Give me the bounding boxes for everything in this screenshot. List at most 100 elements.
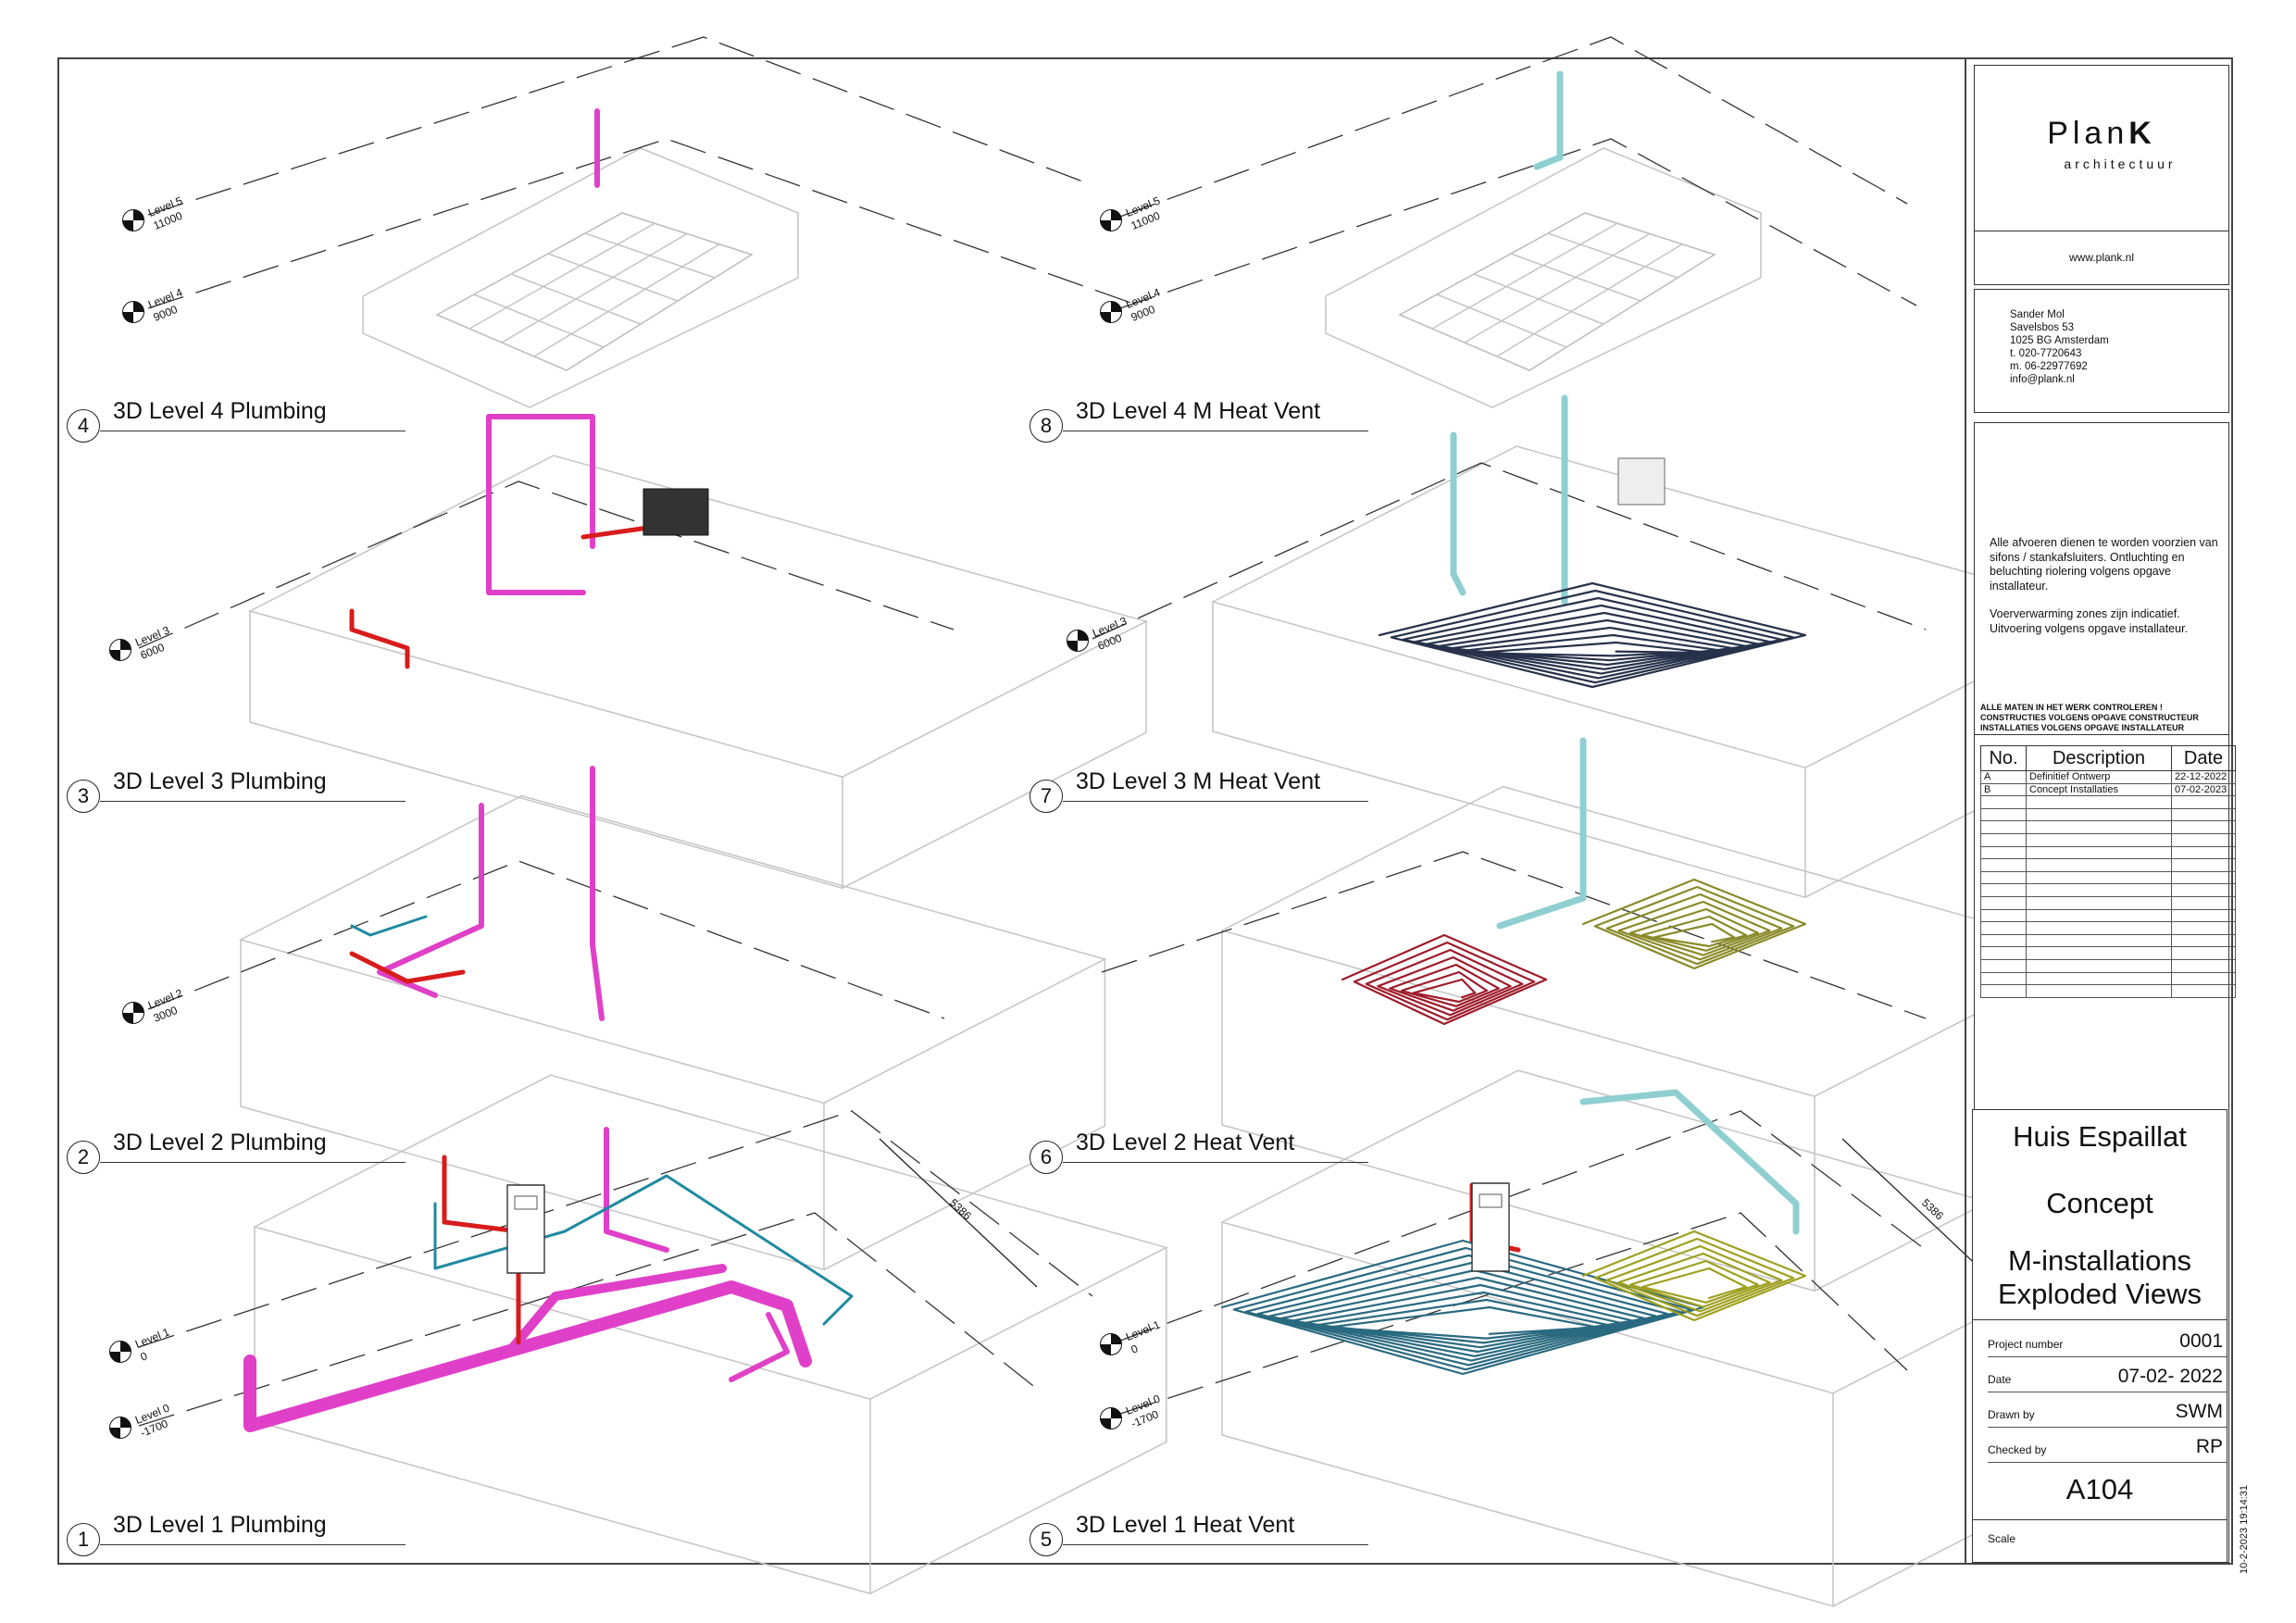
project-status: Concept [2046,1187,2153,1219]
revision-cell-date [2171,921,2236,935]
revision-cell-no [1980,883,2027,897]
level-marker-icon [1100,1333,1122,1355]
revision-cell-desc: Concept Installaties [2026,782,2172,797]
address-line: info@plank.nl [2010,374,2075,385]
view-title-underline [100,1162,406,1163]
level-dashed-line [1119,36,1908,218]
vent-duct-l3 [1496,737,1587,930]
checked-by-value: RP [2195,1436,2223,1457]
revision-cell-desc [2026,820,2172,834]
revision-cell-no [1980,795,2027,809]
website-link[interactable]: www.plank.nl [2068,251,2135,264]
view-number-2: 2 [67,1141,100,1174]
view-title-4: 3D Level 4 Plumbing [113,398,327,424]
revision-row [1980,820,2236,834]
rev-header-no: No. [1980,745,2027,771]
date-label: Date [1988,1373,2012,1386]
revision-cell-no [1980,895,2027,910]
revision-cell-date [2171,908,2236,923]
view-title-3: 3D Level 3 Plumbing [113,768,327,794]
sewer-main-l1 [243,1280,812,1432]
project-name: Huis Espaillat [2013,1120,2187,1153]
date-value: 07-02- 2022 [2117,1366,2223,1387]
building-l1-left-front [254,1227,871,1595]
revision-cell-date [2171,858,2236,872]
revision-cell-date [2171,971,2236,986]
level-dashed-line [1101,851,1927,1019]
revision-cell-desc [2026,845,2172,860]
rev-header-date: Date [2171,745,2236,771]
level-dashed-line [1119,138,1917,309]
revision-cell-desc [2026,832,2172,847]
notes-text: Alle afvoeren dienen te worden voorzien … [1990,536,2228,636]
revision-row [1980,795,2236,809]
revision-cell-desc [2026,883,2172,897]
floor-heating-coil-l3b [1581,878,1807,970]
sheet-number: A104 [2065,1473,2134,1505]
project-info: Huis Espaillat Concept M-installations E… [1972,1109,2227,1563]
caps-line: INSTALLATIES VOLGENS OPGAVE INSTALLATEUR [1980,723,2185,732]
revision-cell-desc [2026,908,2172,923]
level-marker-icon [122,209,144,231]
view-title-underline [100,801,406,802]
view-title-6: 3D Level 2 Heat Vent [1076,1130,1295,1155]
level-dashed-line [147,36,1093,216]
boiler-unit-right-panel [1479,1193,1503,1208]
roof-outline [362,147,799,408]
logo-box: PlanK architectuur www.plank.nl [1974,65,2229,285]
revision-row [1980,807,2236,822]
drawn-by-value: SWM [2175,1401,2223,1422]
level-dashed-line [1092,462,1927,640]
revision-cell-no [1980,946,2027,960]
revision-cell-desc [2026,933,2172,948]
view-number-1: 1 [67,1523,100,1556]
revision-row [1980,908,2236,923]
dimension-line [879,1138,1038,1288]
revision-cell-date [2171,984,2236,998]
level-dashed-line [147,860,945,1019]
scale-label: Scale [1988,1532,2016,1545]
level-dashed-line [1119,1110,1927,1342]
print-timestamp: 10-2-2023 19:14:31 [2239,1484,2250,1574]
view-number-7: 7 [1029,780,1063,813]
level-dashed-line [138,1110,1093,1348]
revision-cell-date [2171,933,2236,948]
view-title-2: 3D Level 2 Plumbing [113,1130,327,1155]
floor-heating-coil-l1b [1581,1230,1807,1322]
revision-cell-date: 07-02-2023 [2171,782,2236,797]
address-line: Savelsbos 53 [2010,322,2075,333]
revision-cell-date [2171,895,2236,910]
revision-cell-desc [2026,984,2172,998]
project-number-label: Project number [1988,1338,2064,1351]
sewer-branch-l1 [505,1264,727,1356]
dimension-label: 5386 [947,1196,974,1223]
floor-heating-coil-l1a [1220,1239,1705,1376]
boiler-unit-left-panel [514,1195,538,1210]
revision-row [1980,984,2236,998]
revision-cell-desc: Definitief Ontwerp [2026,770,2172,784]
cold-water-l3 [350,915,428,937]
revision-cell-date: 22-12-2022 [2171,770,2236,784]
view-number-5: 5 [1029,1523,1063,1556]
revision-cell-no [1980,845,2027,860]
checked-by-label: Checked by [1988,1443,2047,1456]
solar-grid-line [468,222,655,330]
building-l2-left-side [823,959,1106,1271]
caps-line: ALLE MATEN IN HET WERK CONTROLEREN ! [1980,703,2163,712]
view-title-underline [1063,1544,1368,1545]
view-title-8: 3D Level 4 M Heat Vent [1076,398,1321,424]
view-title-7: 3D Level 3 M Heat Vent [1076,768,1321,794]
level-marker-icon [122,1002,144,1024]
dimension-label: 5386 [1919,1196,1946,1223]
level-dashed-line [147,138,1140,309]
revision-cell-no [1980,933,2027,948]
level-dashed-line [138,1212,1038,1427]
sewer-stack-l3 [590,766,605,1021]
revision-cell-desc [2026,958,2172,973]
address-line: 1025 BG Amsterdam [2010,335,2109,346]
revision-cell-no [1980,921,2027,935]
revision-cell-no [1980,858,2027,872]
revision-row [1980,958,2236,973]
logo-subtitle: architectuur [2064,156,2177,171]
